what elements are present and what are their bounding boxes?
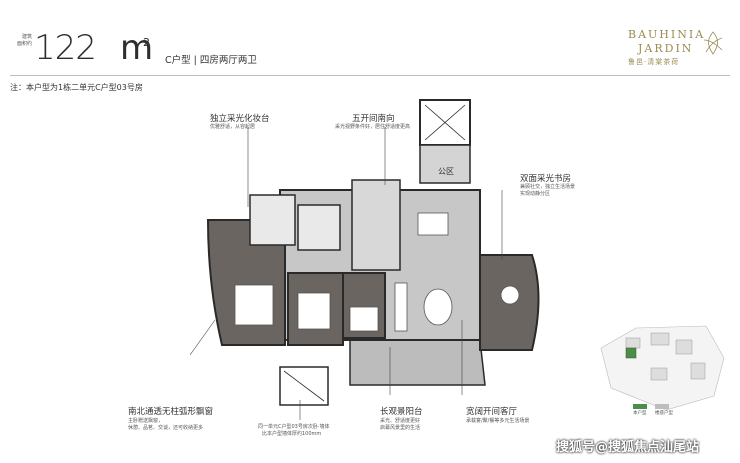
south-facing-sub: 采光视野条件好，居住舒适度更高 — [335, 124, 411, 130]
area-superscript: 2 — [143, 36, 150, 49]
unit-type: C户型 | 四房两厅两卫 — [165, 55, 257, 66]
legend-swatch-other — [655, 404, 669, 409]
source-watermark: 搜狐号@搜狐焦点汕尾站 — [556, 440, 700, 455]
bay-window-title: 南北通透无柱弧形飘窗 — [128, 407, 214, 417]
bay-window-sub2: 休憩、品茗、交谈，还可收纳更多 — [128, 425, 204, 431]
living-sub: 承载宴/聚/餐等多元生活场景 — [466, 418, 530, 424]
unit-note: 注：本户型为1栋二单元C户型03号房 — [10, 83, 143, 92]
balcony-sub2: 启幕风景里的生活 — [380, 425, 421, 431]
vanity-sub: 优雅舒适，从容起居 — [210, 124, 256, 130]
living-title: 宽阔开间客厅 — [466, 407, 518, 417]
bay-window-sub1: 主卧赠送飘窗， — [128, 418, 164, 424]
public-area-label: 公区 — [438, 167, 454, 176]
study-sub1: 兼顾社交，独立生活场景 — [520, 184, 576, 190]
area-unit: m — [120, 28, 154, 68]
footnote-line1: 同一单元C户型03号房次卧·墙体 — [258, 424, 330, 430]
legend-swatch-own — [633, 404, 647, 409]
logo-text-bauhinia: BAUHINIA — [628, 28, 706, 41]
vanity-title: 独立采光化妆台 — [210, 114, 270, 124]
flower-logo-icon — [703, 31, 723, 55]
area-label: 建筑面积约 — [16, 34, 32, 47]
balcony-title: 长观景阳台 — [380, 407, 423, 417]
balcony-sub1: 采光、舒适度更好 — [380, 418, 421, 424]
logo-text-jardin: JARDIN — [638, 42, 694, 55]
legend-own-unit: 本户型 — [633, 411, 647, 416]
study-title: 双面采光书房 — [520, 174, 572, 184]
floor-plan — [189, 99, 540, 420]
legend-other-unit: 楼座户型 — [655, 411, 673, 416]
site-map — [600, 325, 725, 411]
south-facing-title: 五开间南向 — [352, 114, 395, 124]
study-sub2: 实现动静分区 — [520, 191, 551, 197]
area-number: 122 — [34, 28, 97, 68]
footnote-line2: 比本户型墙体厚约100mm — [262, 431, 322, 437]
logo-text-chinese: 鲁邑·清棠茶荷 — [628, 58, 680, 66]
header-divider — [10, 75, 730, 76]
